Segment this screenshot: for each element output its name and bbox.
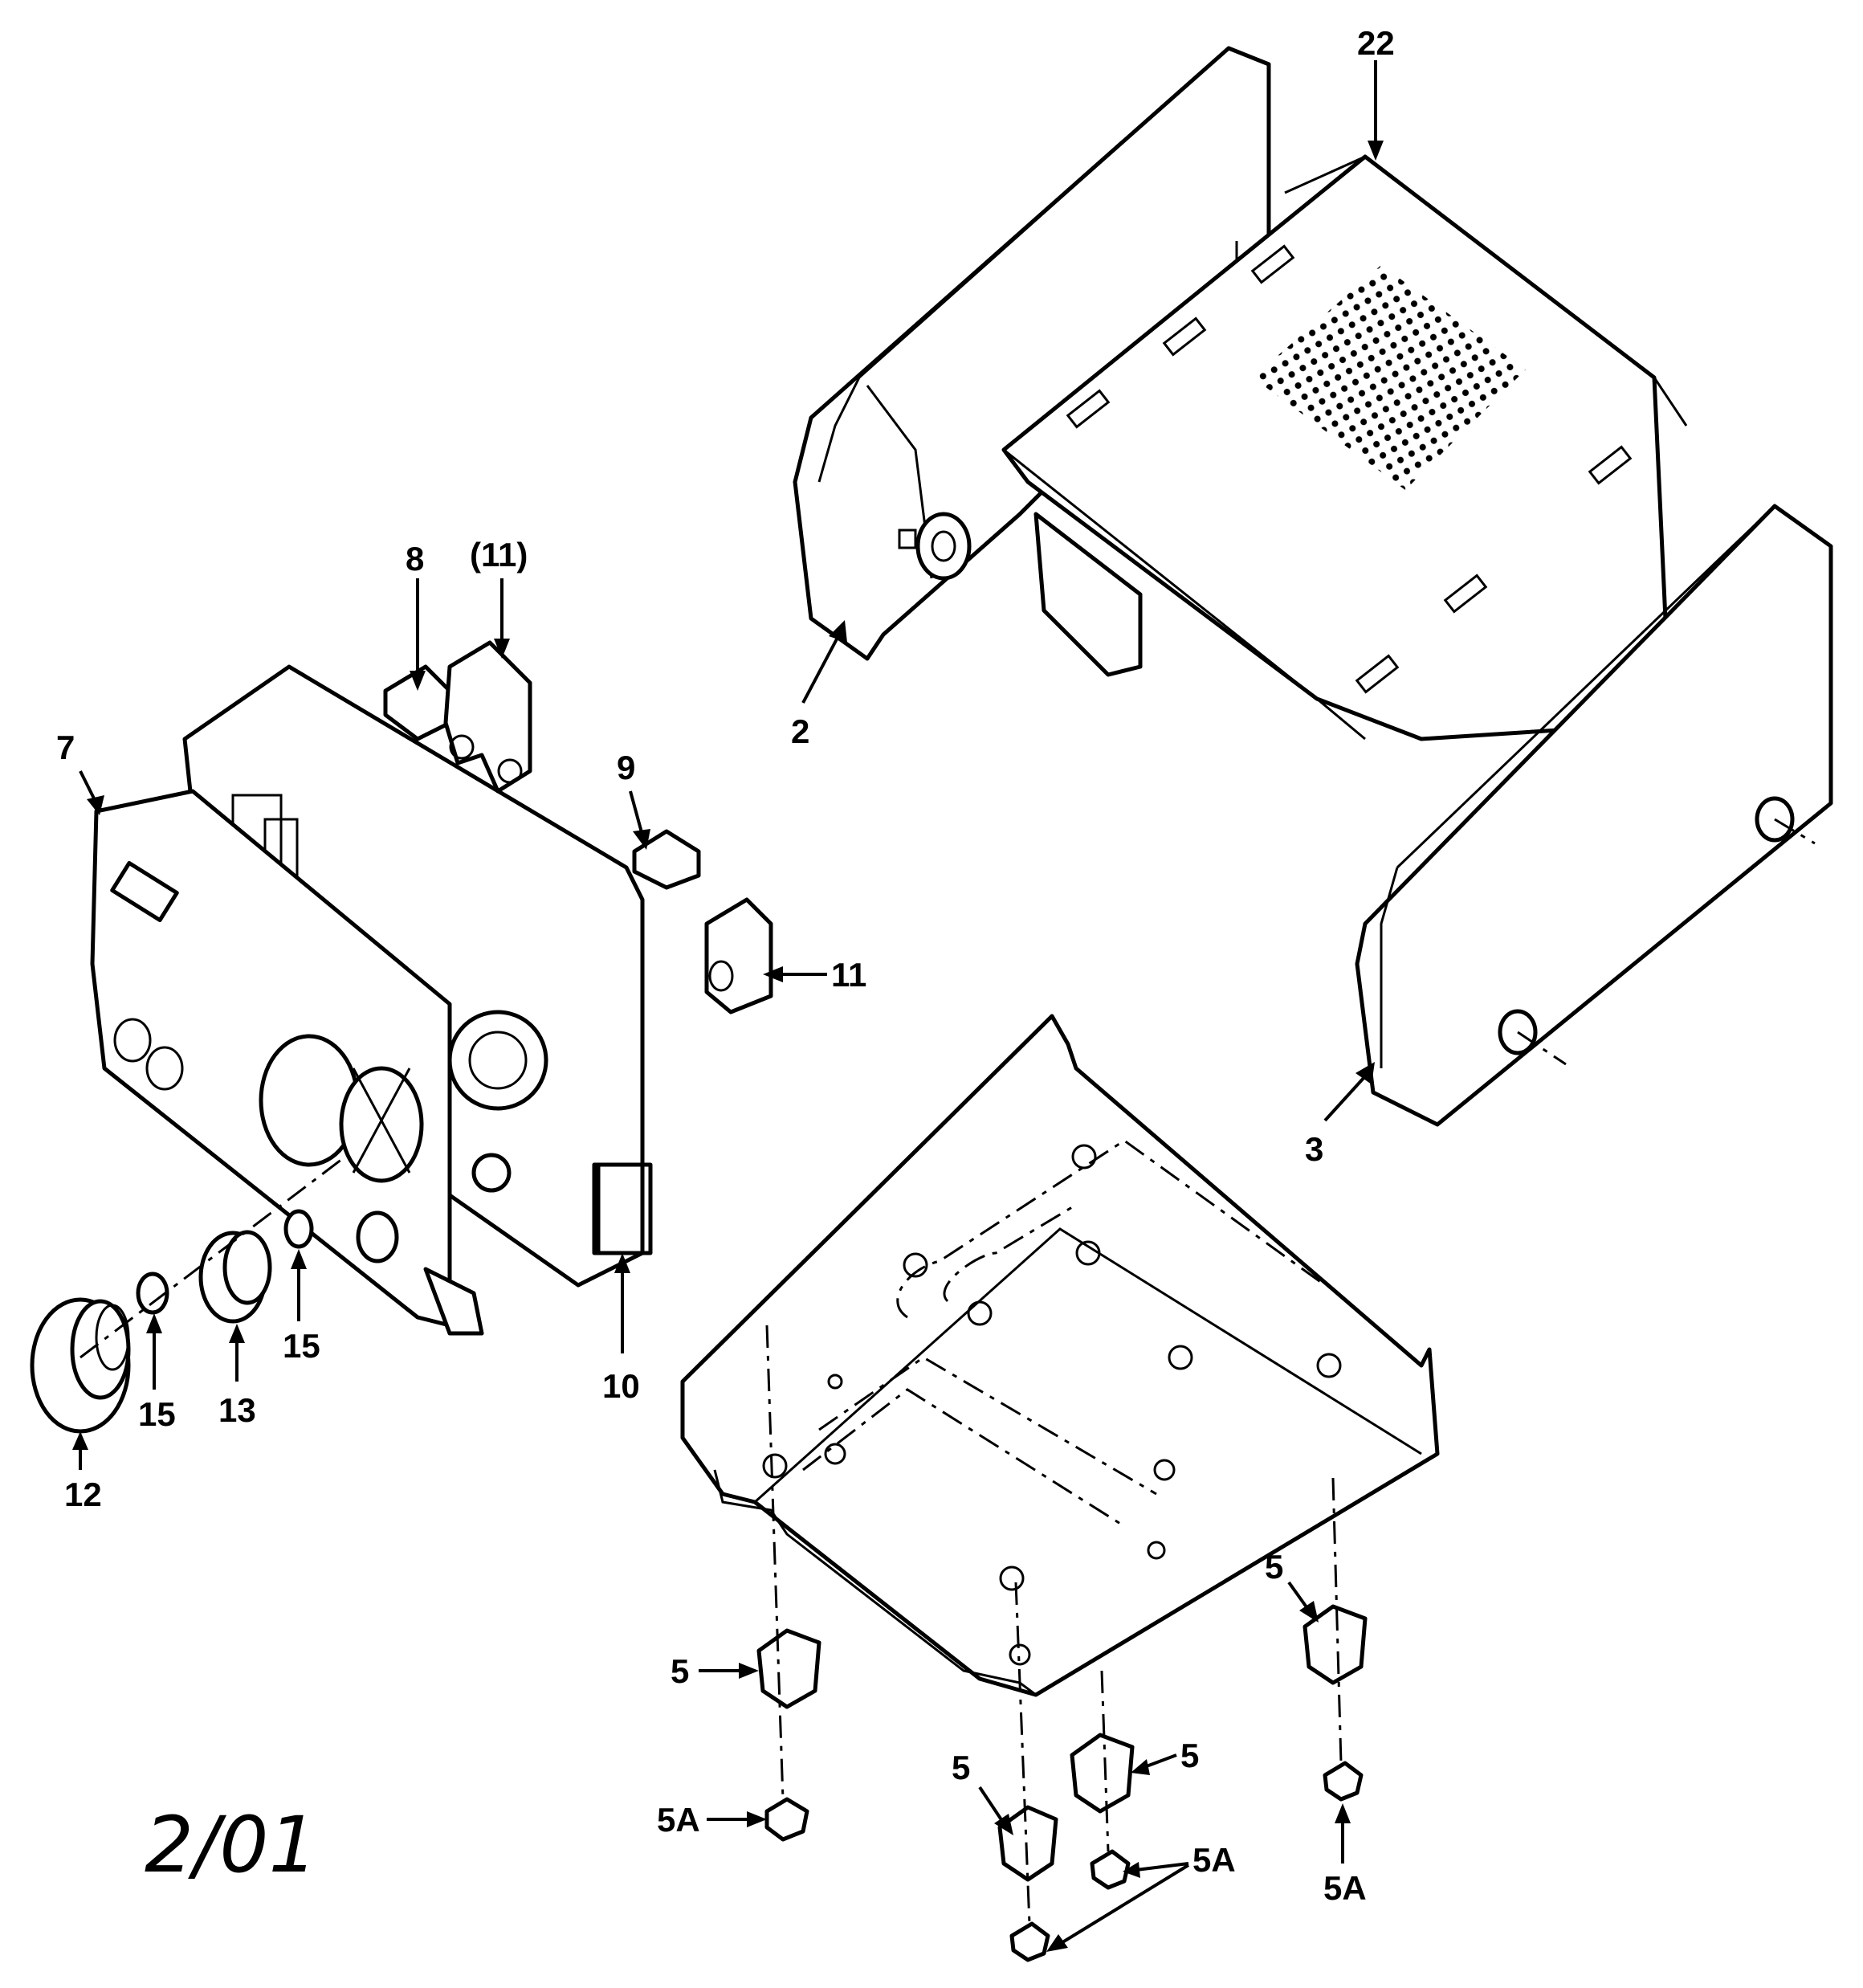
callout-15-right: 15 [283,1327,320,1365]
washer-part-15-right [283,1209,314,1249]
foot-part-5-b [997,1805,1058,1882]
callout-11-ref: (11) [470,536,528,574]
callout-labels: 22 2 3 7 8 (11) 9 11 10 12 13 15 15 5 5 … [56,24,1395,1907]
callout-15-left: 15 [138,1395,176,1433]
callout-5-b: 5 [952,1749,970,1786]
callout-5-d: 5 [1265,1548,1283,1586]
side-panel-right [1355,504,1833,1127]
pad-part-5A-b [1009,1921,1050,1962]
foot-part-5-a [756,1628,821,1709]
callout-5-a: 5 [671,1652,689,1690]
callout-7: 7 [56,729,75,766]
callout-11: 11 [831,956,866,994]
washer-part-15-left [136,1272,169,1315]
callout-3: 3 [1305,1130,1323,1168]
date-mark: 2/01 [145,1800,318,1890]
foot-axis-lines [765,1325,1343,1925]
bottom-chassis [680,1014,1440,1697]
bracket-part-9 [632,829,701,890]
pad-part-5A-d [1323,1761,1364,1802]
callout-12: 12 [64,1476,102,1513]
top-cover [1001,154,1688,741]
callout-13: 13 [218,1391,256,1429]
callout-5A-bc: 5A [1192,1841,1236,1879]
foot-part-5-c [1070,1733,1135,1814]
leader-lines [72,60,1384,1952]
bracket-part-11 [704,897,773,1014]
callout-10: 10 [602,1367,640,1405]
front-panel-assembly [90,664,653,1336]
callout-5-c: 5 [1180,1737,1199,1774]
knob-axis-line [79,1155,346,1359]
callout-5A-a: 5A [657,1801,700,1839]
bracket-part-11-ref [443,640,532,794]
callout-2: 2 [791,712,809,750]
block-part-10 [596,1162,645,1255]
knob-part-12 [30,1297,131,1434]
callout-8: 8 [406,540,424,578]
pad-part-5A-a [764,1797,809,1842]
pad-part-5A-c [1090,1849,1131,1890]
knob-part-13 [198,1230,272,1324]
callout-5A-d: 5A [1323,1869,1367,1907]
callout-9: 9 [617,749,635,786]
foot-part-5-d [1302,1604,1368,1685]
callout-22: 22 [1357,24,1395,62]
